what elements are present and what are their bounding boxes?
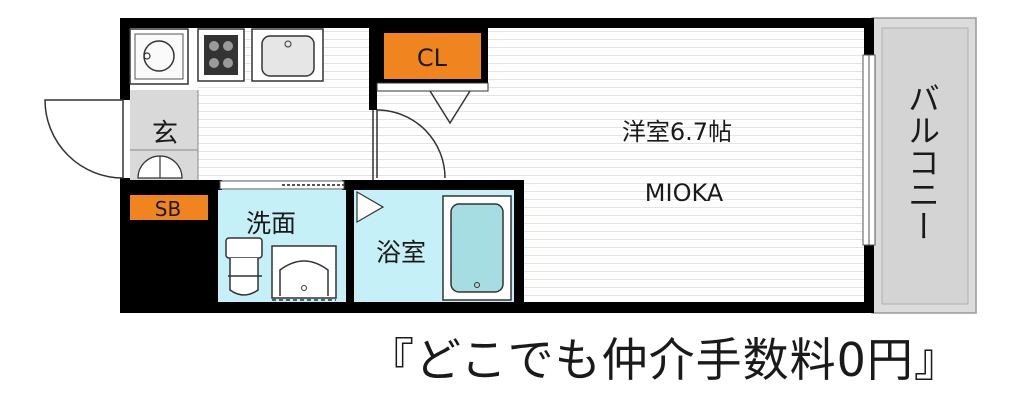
room-nickname-label: MIOKA <box>645 179 724 207</box>
closet-door-swing <box>429 90 471 125</box>
dark-block <box>120 220 210 312</box>
toilet-icon <box>225 237 263 296</box>
stove-icon <box>197 28 245 82</box>
kitchen-sink-icon <box>251 28 324 82</box>
outer-wall-top <box>120 18 872 28</box>
bathroom-label: 浴室 <box>376 238 426 267</box>
outer-wall-left-bottom <box>120 178 130 313</box>
outer-wall-left-top <box>120 18 130 100</box>
western-room-floor <box>488 28 865 305</box>
closet-fill <box>384 33 481 79</box>
entrance-door-swing <box>44 99 124 179</box>
western-room-label: 洋室6.7帖 <box>622 118 732 146</box>
washing-machine-icon <box>129 28 189 85</box>
entrance-inner-door <box>137 155 183 179</box>
bathtub-icon <box>442 195 512 301</box>
washroom-label: 洗面 <box>246 209 296 238</box>
closet-label: CL <box>417 44 448 72</box>
outer-wall-bottom <box>120 302 872 313</box>
bathroom-door-icon <box>356 190 385 224</box>
entrance-label: 玄 <box>152 119 178 149</box>
shoe-box-label: SB <box>155 197 181 221</box>
balcony-label: バルコニー <box>903 82 941 242</box>
promo-caption: 『どこでも仲介手数料0円』 <box>368 333 961 387</box>
wash-basin-icon <box>271 245 337 301</box>
room-door-swing <box>376 109 446 179</box>
